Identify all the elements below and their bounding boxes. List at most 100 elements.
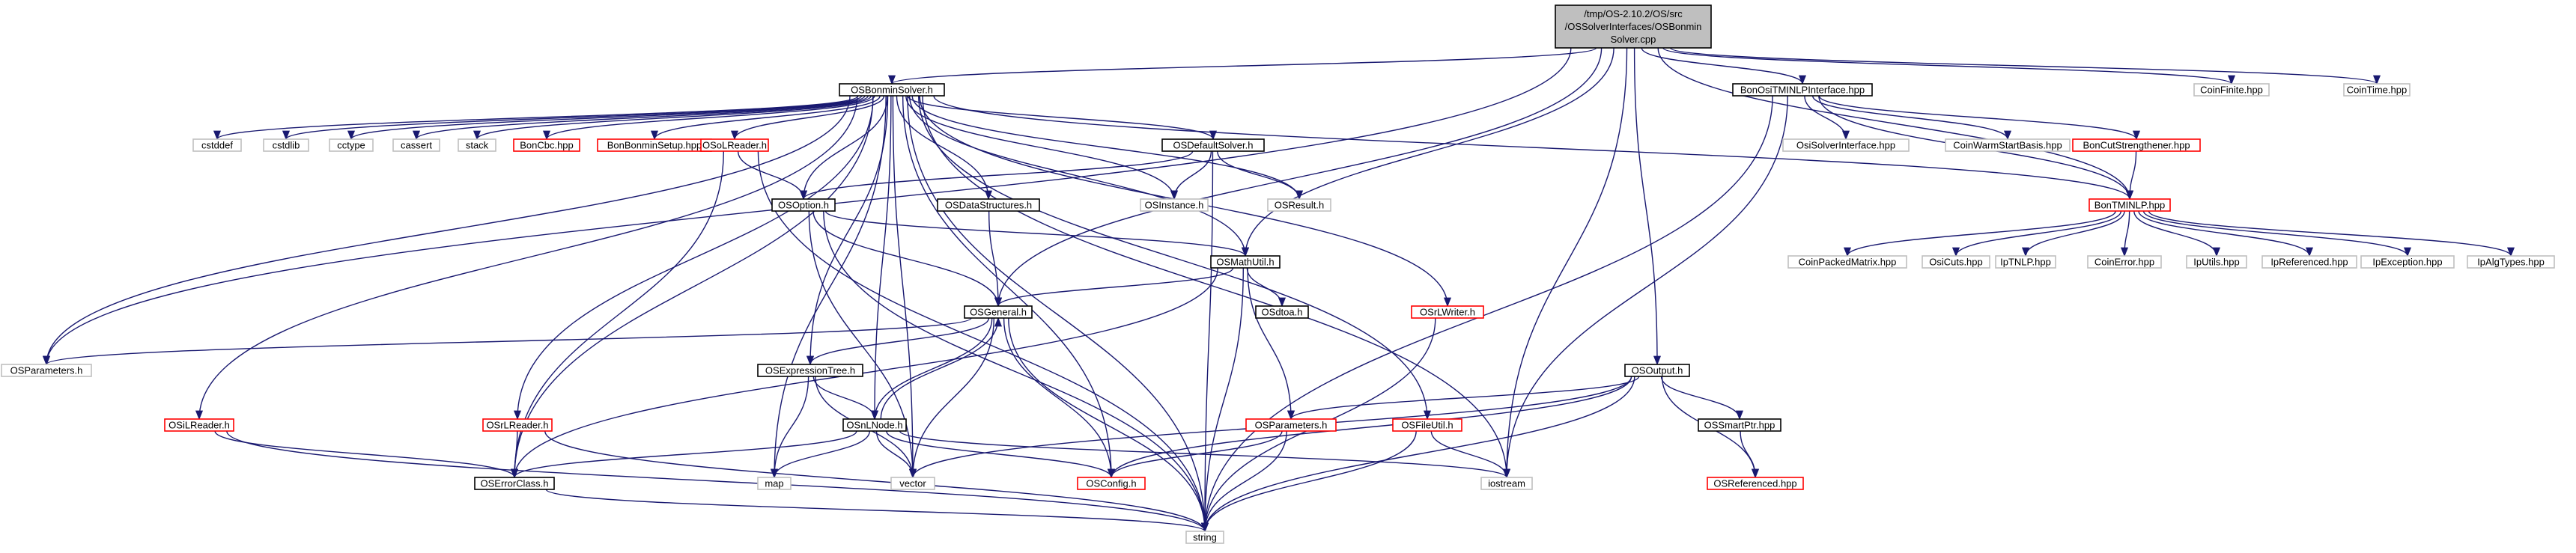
node-osrlwriter-h[interactable]: OSrLWriter.h xyxy=(1411,305,1484,319)
node-bonbonminsetup-hpp[interactable]: BonBonminSetup.hpp xyxy=(597,138,712,152)
edge-osdefaultsolver_h-to-osoption_h xyxy=(800,150,1194,201)
edge-bontminlp_hpp-to-ipalgtypes_hpp xyxy=(2148,210,2515,257)
node-label: OSSmartPtr.hpp xyxy=(1704,420,1775,431)
node-label: OsiCuts.hpp xyxy=(1929,257,1983,268)
node-boncbc-hpp[interactable]: BonCbc.hpp xyxy=(513,138,580,152)
edge-osbonminsolver_h-to-osfileutil_h xyxy=(918,95,1432,421)
node-box xyxy=(2343,83,2411,97)
node-box xyxy=(458,138,496,152)
node-osnlnode-h[interactable]: OSnLNode.h xyxy=(842,418,907,432)
edge-osfileutil_h-to-string xyxy=(1201,430,1417,533)
node-osfileutil-h[interactable]: OSFileUtil.h xyxy=(1392,418,1462,432)
edge-root-to-coinfinite_hpp xyxy=(1662,47,2235,85)
node-osconfig-h[interactable]: OSConfig.h xyxy=(1077,477,1146,490)
node-osoption-h[interactable]: OSOption.h xyxy=(771,198,836,212)
node-box xyxy=(1255,305,1309,319)
node-label: /tmp/OS-2.10.2/OS/src xyxy=(1584,8,1683,19)
node-label: OSConfig.h xyxy=(1086,478,1136,489)
node-root[interactable]: /tmp/OS-2.10.2/OS/src/OSSolverInterfaces… xyxy=(1555,4,1712,49)
edge-osmathutil_h-to-string xyxy=(1200,267,1244,533)
node-iputils-hpp: IpUtils.hpp xyxy=(2186,255,2247,269)
edge-osmathutil_h-to-osgeneral_h xyxy=(994,267,1234,308)
node-box xyxy=(2193,83,2270,97)
node-box xyxy=(700,138,769,152)
node-osmathutil-h[interactable]: OSMathUtil.h xyxy=(1210,255,1281,269)
node-osbonminsolver-h[interactable]: OSBonminSolver.h xyxy=(839,83,945,97)
node-osdefaultsolver-h[interactable]: OSDefaultSolver.h xyxy=(1161,138,1265,152)
edge-root-to-iostream xyxy=(1502,47,1628,479)
node-coinfinite-hpp: CoinFinite.hpp xyxy=(2193,83,2270,97)
edge-osbonminsolver_h-to-cctype xyxy=(347,95,866,141)
node-label: map xyxy=(765,478,783,489)
node-osicuts-hpp: OsiCuts.hpp xyxy=(1922,255,1990,269)
node-box xyxy=(757,477,792,490)
edge-oserrorclass_h-to-string xyxy=(545,489,1209,533)
node-box xyxy=(1,364,92,377)
edge-osbonminsolver_h-to-boncbc_hpp xyxy=(543,95,875,141)
node-coinpackedmatrix-hpp: CoinPackedMatrix.hpp xyxy=(1787,255,1907,269)
node-osoutput-h[interactable]: OSOutput.h xyxy=(1624,364,1690,377)
node-box xyxy=(890,477,935,490)
node-oserrorclass-h[interactable]: OSErrorClass.h xyxy=(474,477,555,490)
file-nodes: /tmp/OS-2.10.2/OS/src/OSSolverInterfaces… xyxy=(1,4,2555,544)
node-osdatastructures-h[interactable]: OSDataStructures.h xyxy=(937,198,1040,212)
edge-osbonminsolver_h-to-osoption_h xyxy=(799,95,888,201)
node-osilreader-h[interactable]: OSiLReader.h xyxy=(164,418,234,432)
node-osrlreader-h[interactable]: OSrLReader.h xyxy=(482,418,553,432)
node-ossmartptr-hpp[interactable]: OSSmartPtr.hpp xyxy=(1698,418,1781,432)
node-osisolverinterface-hpp: OsiSolverInterface.hpp xyxy=(1782,138,1910,152)
node-label: CoinFinite.hpp xyxy=(2200,85,2263,96)
node-label: /OSSolverInterfaces/OSBonmin xyxy=(1565,21,1702,32)
edge-osrlreader_h-to-oserrorclass_h xyxy=(510,430,519,479)
node-label: OSnLNode.h xyxy=(846,420,902,431)
edge-bonositminlpinterface_hpp-to-coinwarmstartbasis_hpp xyxy=(1812,95,2011,141)
edge-root-to-bontminlp_hpp xyxy=(1657,47,2133,201)
node-box xyxy=(1945,138,2071,152)
node-stack: stack xyxy=(458,138,496,152)
edge-osbonminsolver_h-to-osdefaultsolver_h xyxy=(907,95,1217,141)
node-osreferenced-hpp[interactable]: OSReferenced.hpp xyxy=(1707,477,1804,490)
node-box xyxy=(329,138,374,152)
edge-osgeneral_h-to-osnlnode_h xyxy=(870,317,993,421)
edge-root-to-cointime_hpp xyxy=(1669,47,2381,85)
node-box xyxy=(513,138,580,152)
node-cstdlib: cstdlib xyxy=(263,138,309,152)
node-ipreferenced-hpp: IpReferenced.hpp xyxy=(2261,255,2357,269)
edge-osgeneral_h-to-osexpressiontree_h xyxy=(806,317,990,366)
node-osolreader-h[interactable]: OSoLReader.h xyxy=(700,138,769,152)
edge-osbonminsolver_h-to-cstddef xyxy=(213,95,859,141)
node-label: Solver.cpp xyxy=(1611,34,1656,45)
node-box xyxy=(1245,418,1337,432)
node-coinwarmstartbasis-hpp: CoinWarmStartBasis.hpp xyxy=(1945,138,2071,152)
node-label: cstddef xyxy=(201,140,233,151)
node-bontminlp-hpp[interactable]: BonTMINLP.hpp xyxy=(2089,198,2171,212)
edge-bontminlp_hpp-to-iputils_hpp xyxy=(2133,210,2220,257)
edge-osbonminsolver_h-to-cstdlib xyxy=(282,95,863,141)
edge-osgeneral_h-to-osparameters_h_left xyxy=(43,317,972,366)
edge-osoutput_h-to-osconfig_h xyxy=(1108,376,1632,479)
edge-osoption_h-to-vector xyxy=(808,210,917,479)
node-osexpressiontree-h[interactable]: OSExpressionTree.h xyxy=(757,364,863,377)
node-label: IpTNLP.hpp xyxy=(2000,257,2051,268)
node-box xyxy=(1077,477,1146,490)
edge-osdefaultsolver_h-to-osresult_h xyxy=(1217,150,1304,201)
node-boncutstrengthener-hpp[interactable]: BonCutStrengthener.hpp xyxy=(2072,138,2201,152)
edge-osfileutil_h-to-iostream xyxy=(1430,430,1511,479)
edge-bonositminlpinterface_hpp-to-osisolverinterface_hpp xyxy=(1804,95,1850,141)
edge-osilreader_h-to-oserrorclass_h xyxy=(214,430,518,479)
node-box xyxy=(164,418,234,432)
edge-root-to-osgeneral_h xyxy=(994,47,1603,308)
node-label: CoinWarmStartBasis.hpp xyxy=(1953,140,2062,151)
node-box xyxy=(2186,255,2247,269)
edge-osoutput_h-to-ossmartptr_hpp xyxy=(1660,376,1743,421)
edge-osbonminsolver_h-to-osresult_h xyxy=(911,95,1303,201)
edge-osdefaultsolver_h-to-string xyxy=(1200,150,1214,533)
node-iptnlp-hpp: IpTNLP.hpp xyxy=(1995,255,2056,269)
edge-osbonminsolver_h-to-oserrorclass_h xyxy=(510,95,874,479)
node-bonositminlpinterface-hpp[interactable]: BonOsiTMINLPInterface.hpp xyxy=(1732,83,1873,97)
node-osdtoa-h[interactable]: OSdtoa.h xyxy=(1255,305,1309,319)
node-box xyxy=(1707,477,1804,490)
edge-osilreader_h-to-string xyxy=(226,430,1209,533)
node-osparameters-h-red[interactable]: OSParameters.h xyxy=(1245,418,1337,432)
node-osgeneral-h[interactable]: OSGeneral.h xyxy=(964,305,1033,319)
